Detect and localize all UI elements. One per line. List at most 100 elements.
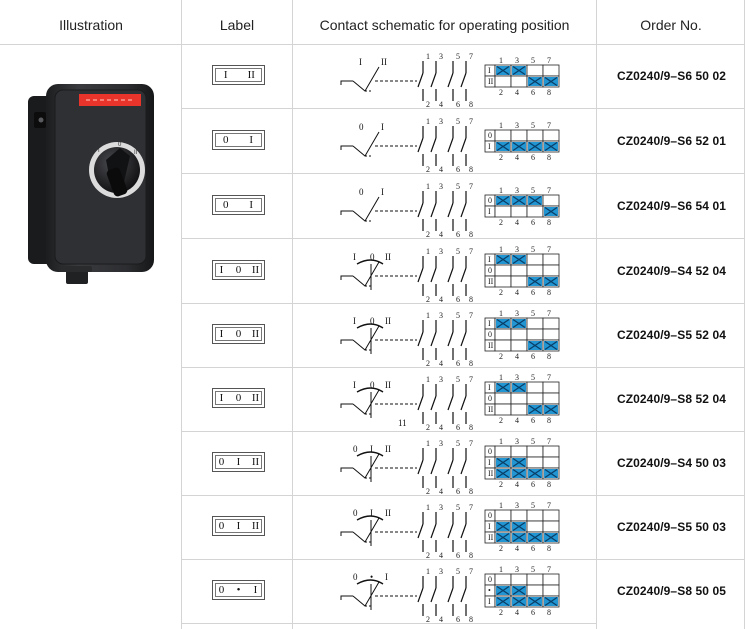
operating-handle-symbol [340, 196, 417, 222]
contact-pole [447, 191, 454, 231]
contact-number-bottom: 6 [456, 551, 460, 558]
enclosed-rotary-switch-icon: I 0 II [28, 84, 154, 284]
position-label-text: I [236, 456, 241, 468]
contact-pole [430, 256, 437, 296]
table-contact-number-bottom: 4 [515, 480, 519, 489]
table-contact-number: 1 [499, 56, 503, 65]
contact-number-top: 1 [426, 52, 430, 61]
contact-closed-mark [544, 277, 558, 286]
contact-number-top: 7 [469, 503, 473, 512]
table-contact-number: 1 [499, 186, 503, 195]
contact-closed-mark [496, 383, 510, 392]
table-contact-number: 5 [531, 121, 535, 130]
contact-pole [430, 576, 437, 616]
table-row-label: II [488, 277, 494, 286]
table-contact-number-bottom: 8 [547, 288, 551, 297]
contact-number-top: 5 [456, 311, 460, 320]
handle-position-label: • [370, 572, 373, 582]
order-number: CZ0240/9–S5 52 04 [616, 328, 727, 342]
table-row-label: I [488, 142, 491, 151]
position-label-text: I [249, 199, 254, 211]
contact-number-bottom: 6 [456, 423, 460, 430]
contact-number-bottom: 2 [426, 359, 430, 366]
contact-pole [460, 191, 467, 231]
table-contact-number-bottom: 2 [499, 153, 503, 162]
handle-position-label: II [385, 316, 391, 326]
contact-number-top: 3 [439, 439, 443, 448]
contact-pole [447, 256, 454, 296]
contact-number-top: 5 [456, 247, 460, 256]
table-row-label: 0 [488, 330, 492, 339]
table-contact-number: 3 [515, 437, 519, 446]
contact-number-bottom: 6 [456, 615, 460, 622]
contact-number-top: 3 [439, 567, 443, 576]
order-number: CZ0240/9–S4 50 03 [616, 456, 727, 470]
divider [182, 495, 745, 496]
contact-number-bottom: 8 [469, 615, 473, 622]
contact-pole [460, 384, 467, 424]
contact-number-bottom: 6 [456, 487, 460, 494]
contact-pole [417, 256, 424, 296]
position-label-text: 0 [235, 392, 242, 404]
contact-number-top: 3 [439, 182, 443, 191]
svg-text:I: I [98, 148, 100, 154]
table-contact-number: 5 [531, 373, 535, 382]
table-contact-number: 7 [547, 565, 551, 574]
switching-table [484, 381, 560, 416]
position-label-text: I [253, 584, 258, 596]
table-contact-number-bottom: 8 [547, 153, 551, 162]
contact-pole [430, 61, 437, 101]
table-contact-number: 3 [515, 309, 519, 318]
contact-closed-mark [512, 458, 526, 467]
table-contact-number: 1 [499, 121, 503, 130]
contact-pole [430, 448, 437, 488]
position-label-text: II [247, 69, 255, 81]
table-contact-number-bottom: 6 [531, 544, 535, 553]
table-contact-number: 7 [547, 245, 551, 254]
divider [182, 303, 745, 304]
contact-pole [417, 576, 424, 616]
contact-closed-mark [528, 77, 542, 86]
contact-closed-mark [544, 207, 558, 216]
handle-position-label: 0 [370, 380, 375, 390]
table-row-label: II [488, 533, 494, 542]
order-number: CZ0240/9–S5 50 03 [616, 520, 727, 534]
contact-closed-mark [496, 196, 510, 205]
order-number: CZ0240/9–S6 50 02 [616, 69, 727, 83]
contact-number-top: 7 [469, 117, 473, 126]
contact-number-top: 3 [439, 52, 443, 61]
contact-number-bottom: 2 [426, 487, 430, 494]
table-contact-number: 5 [531, 245, 535, 254]
table-contact-number-bottom: 2 [499, 288, 503, 297]
contact-closed-mark [544, 469, 558, 478]
order-number: CZ0240/9–S6 54 01 [616, 199, 727, 213]
table-row-label: I [488, 319, 491, 328]
handle-position-label: I [381, 187, 384, 197]
contact-number-top: 3 [439, 117, 443, 126]
switching-table [484, 64, 560, 88]
table-contact-number-bottom: 8 [547, 608, 551, 617]
handle-position-label: I [385, 572, 388, 582]
contact-number-top: 1 [426, 503, 430, 512]
position-label-text: I [219, 264, 224, 276]
position-label-text: I [236, 520, 241, 532]
table-contact-number: 5 [531, 186, 535, 195]
position-label-text: 0 [218, 584, 225, 596]
table-contact-number-bottom: 8 [547, 88, 551, 97]
table-contact-number-bottom: 6 [531, 153, 535, 162]
table-contact-number-bottom: 8 [547, 480, 551, 489]
contact-closed-mark [496, 586, 510, 595]
table-contact-number: 7 [547, 56, 551, 65]
contact-number-bottom: 4 [439, 165, 443, 172]
table-row-label: I [488, 66, 491, 75]
position-label-text: • [236, 584, 241, 596]
table-row-label: I [488, 522, 491, 531]
switching-table [484, 573, 560, 608]
position-label-text: 0 [223, 199, 229, 211]
contact-closed-mark [496, 319, 510, 328]
contact-number-bottom: 4 [439, 551, 443, 558]
contact-number-bottom: 2 [426, 615, 430, 622]
